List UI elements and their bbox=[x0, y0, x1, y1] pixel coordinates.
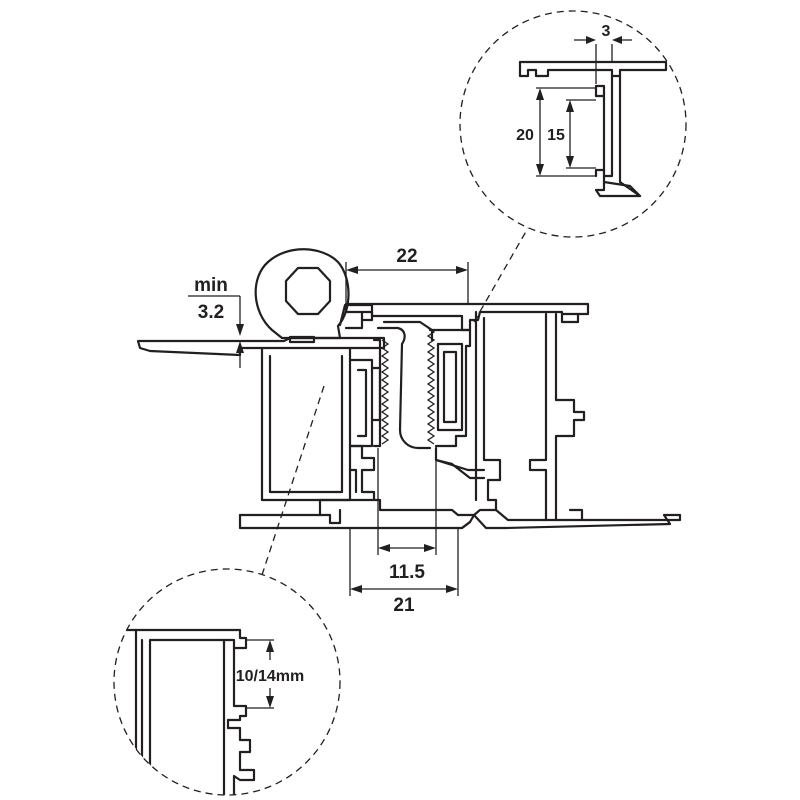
sash-flange bbox=[136, 336, 386, 357]
hinge-pin-octagon bbox=[284, 266, 332, 316]
frame-rail-bottom bbox=[238, 498, 476, 530]
frame-body bbox=[474, 310, 502, 512]
dim-11-5: 11.5 bbox=[377, 448, 437, 583]
frame-top-flange bbox=[344, 302, 590, 332]
dim-11-5-label: 11.5 bbox=[389, 562, 425, 583]
dim-21-label: 21 bbox=[393, 595, 415, 616]
dim-min-label: min bbox=[194, 275, 228, 296]
dim-22-label: 22 bbox=[396, 246, 417, 267]
hinge-knuckle-outline bbox=[254, 248, 350, 340]
leader-top bbox=[473, 227, 529, 323]
leader-bottom bbox=[261, 385, 325, 576]
detail-circle-bottom: 10/14mm bbox=[113, 568, 341, 796]
detail-circle-top: 3 20 15 bbox=[459, 10, 687, 238]
dim-10-14mm-label: 10/14mm bbox=[236, 668, 305, 685]
dim-21: 21 bbox=[349, 528, 459, 616]
dim-3-2-label: 3.2 bbox=[198, 302, 224, 323]
main-profile-section bbox=[136, 248, 682, 530]
dim-22: 22 bbox=[345, 246, 469, 304]
dim-20-label: 20 bbox=[516, 127, 534, 144]
serrated-gasket-left bbox=[380, 339, 390, 445]
spring-connector bbox=[376, 326, 432, 450]
serrated-gasket-right bbox=[426, 327, 436, 445]
dim-3-label: 3 bbox=[602, 23, 611, 40]
dim-min-3-2: min 3.2 bbox=[188, 275, 244, 368]
frame-rail-right bbox=[472, 508, 682, 530]
sash-box-profile bbox=[260, 346, 352, 502]
dim-15-label: 15 bbox=[547, 127, 565, 144]
